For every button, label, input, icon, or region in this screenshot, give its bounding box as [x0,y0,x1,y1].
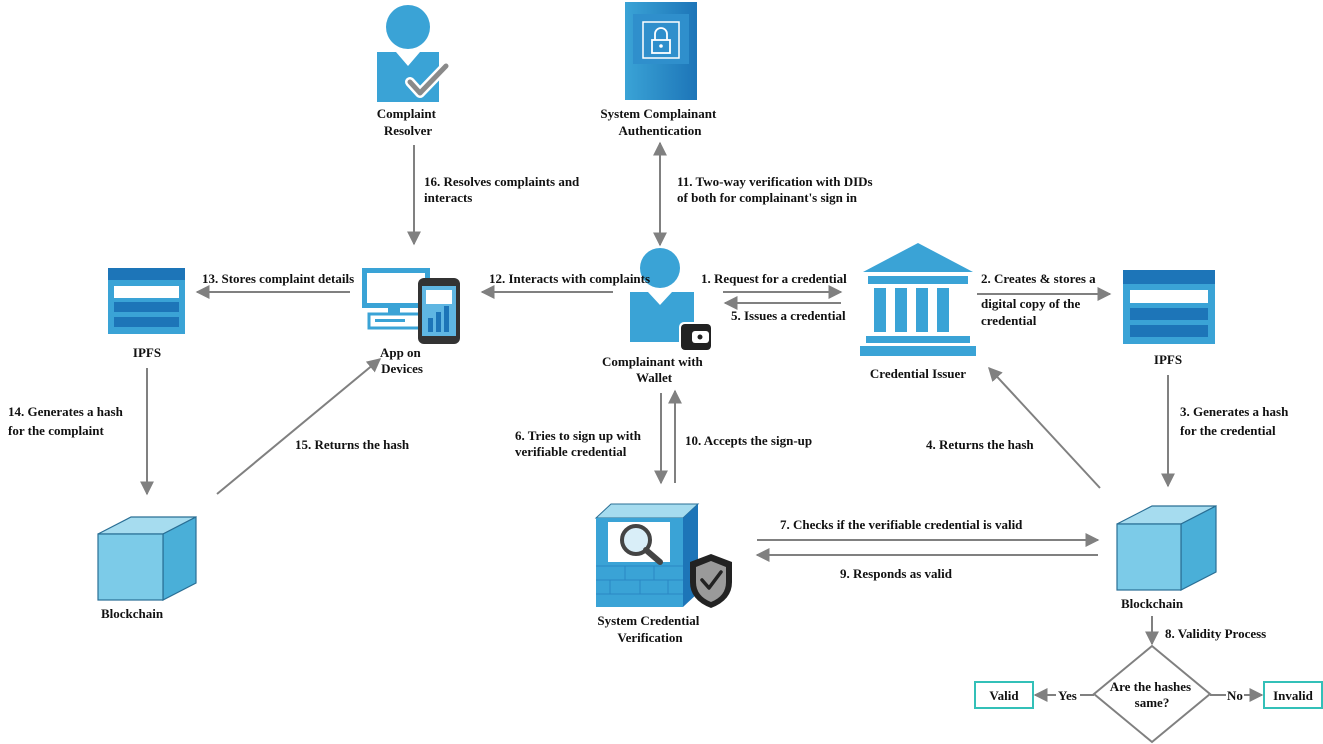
ipfs-left-label: IPFS [133,345,161,360]
verification-label: System Credential Verification [597,613,702,645]
verification-server-icon [594,503,732,608]
arrow-15 [216,358,382,495]
decision-diamond [1092,644,1212,744]
blockchain-left-icon [97,516,197,601]
credential-issuer-label: Credential Issuer [870,366,966,381]
blockchain-left-label: Blockchain [101,606,164,621]
edge-label-4: 4. Returns the hash [926,437,1034,452]
edge-label-12: 12. Interacts with complaints [489,271,650,286]
edge-label-8: 8. Validity Process [1165,626,1266,641]
edge-label-yes: Yes [1058,688,1077,703]
ipfs-right-icon [1123,270,1215,344]
edge-label-2: 2. Creates & stores a digital copy of th… [981,271,1099,328]
edge-label-16: 16. Resolves complaints and interacts [424,174,583,205]
complaint-resolver-icon [377,5,451,102]
ipfs-right-label: IPFS [1154,352,1182,367]
complainant-label: Complainant with Wallet [602,354,706,385]
edge-label-13: 13. Stores complaint details [202,271,354,286]
blockchain-right-icon [1116,505,1217,591]
authentication-server-icon [625,2,697,100]
blockchain-right-label: Blockchain [1121,596,1184,611]
edge-label-9: 9. Responds as valid [840,566,953,581]
complaint-resolver-label: Complaint Resolver [377,106,439,138]
authentication-label: System Complainant Authentication [600,106,719,138]
edge-label-5: 5. Issues a credential [731,308,846,323]
invalid-label: Invalid [1273,688,1314,703]
valid-box [974,681,1034,709]
arrow-4 [988,366,1101,489]
edge-label-15: 15. Returns the hash [295,437,410,452]
valid-label: Valid [989,688,1019,703]
edge-label-14: 14. Generates a hash for the complaint [8,404,126,438]
edge-label-no: No [1227,688,1243,703]
app-devices-icon [362,268,460,344]
invalid-box [1263,681,1323,709]
edge-label-10: 10. Accepts the sign-up [685,433,812,448]
edge-label-6: 6. Tries to sign up with verifiable cred… [515,428,644,459]
decision-label: Are the hashes same? [1110,679,1195,710]
edge-label-7: 7. Checks if the verifiable credential i… [780,517,1023,532]
ipfs-left-icon [108,268,185,334]
edge-label-11: 11. Two-way verification with DIDs of bo… [677,174,876,205]
app-devices-label: App on Devices [380,345,424,376]
edge-label-3: 3. Generates a hash for the credential [1180,404,1292,438]
edge-label-1: 1. Request for a credential [701,271,847,286]
complainant-wallet-icon [630,248,713,352]
credential-issuer-icon [860,243,976,356]
